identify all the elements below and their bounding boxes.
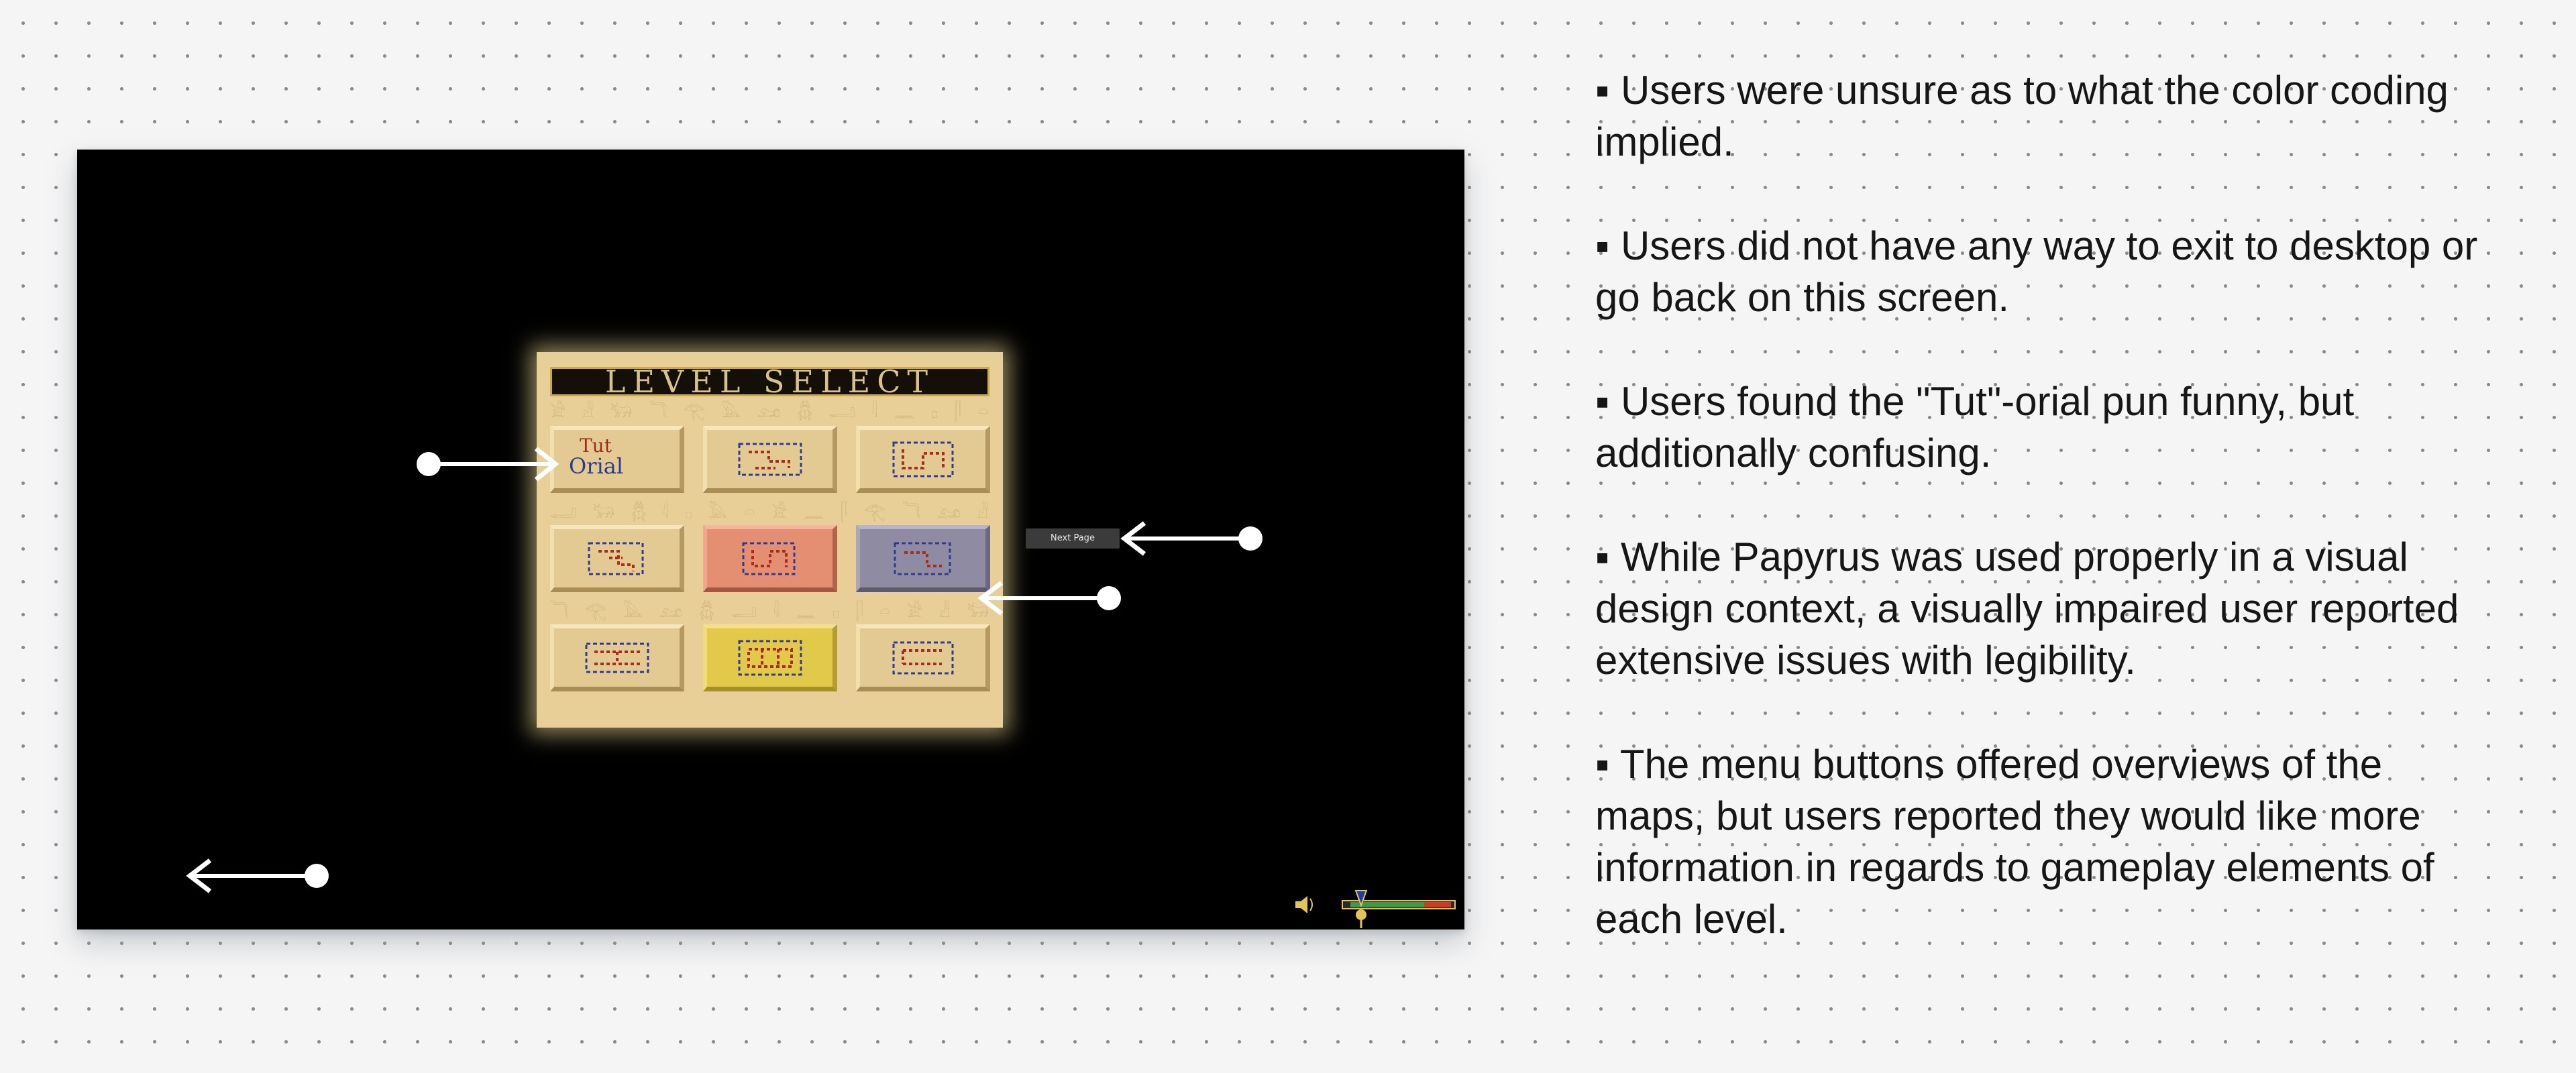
volume-fill-red <box>1424 902 1451 907</box>
usability-notes: ▪ Users were unsure as to what the color… <box>1595 64 2487 997</box>
level-tile-9[interactable] <box>856 624 990 691</box>
volume-fill-green <box>1350 902 1451 907</box>
hieroglyph-row-1: 𓀀 𓁐 𓃒 𓆓 𓂀 𓅓 𓃭 𓆣 𓂝 𓇋 𓈖 𓊪 𓋴 𓏏 𓀀 𓁐 <box>550 402 989 422</box>
tutorial-label: Tut Orial <box>569 437 623 477</box>
map-icon <box>738 640 802 675</box>
annotation-layer <box>186 447 1263 893</box>
level-tile-2[interactable] <box>703 426 837 493</box>
arrow-to-tutorial-icon <box>417 447 559 482</box>
next-page-button[interactable]: Next Page <box>1026 528 1120 549</box>
map-icon <box>742 542 795 575</box>
note-color-coding: ▪ Users were unsure as to what the color… <box>1595 68 2449 164</box>
map-icon <box>892 441 953 477</box>
level-tile-5-red[interactable] <box>703 525 837 592</box>
tutorial-label-line1: Tut <box>580 435 612 457</box>
level-tile-3[interactable] <box>856 426 990 493</box>
note-no-exit: ▪ Users did not have any way to exit to … <box>1595 223 2478 320</box>
level-tile-4[interactable] <box>550 525 684 592</box>
map-icon <box>585 642 649 673</box>
level-tile-7[interactable] <box>550 624 684 691</box>
hieroglyph-row-3: 𓆓 𓂀 𓅓 𓃭 𓆣 𓂝 𓇋 𓈖 𓊪 𓋴 𓏏 𓀀 𓁐 𓃒 𓆓 𓂀 <box>550 602 989 622</box>
map-icon <box>588 542 643 575</box>
level-tile-8-yellow[interactable] <box>703 624 837 691</box>
tutorial-label-line2: Orial <box>569 453 624 479</box>
level-tile-6-violet[interactable] <box>856 525 990 592</box>
volume-slider-handle[interactable] <box>1354 890 1368 928</box>
level-select-panel: LEVEL SELECT 𓀀 𓁐 𓃒 𓆓 𓂀 𓅓 𓃭 𓆣 𓂝 𓇋 𓈖 𓊪 𓋴 𓏏… <box>537 352 1003 728</box>
note-papyrus-legibility: ▪ While Papyrus was used properly in a v… <box>1595 534 2459 683</box>
note-map-overviews: ▪ The menu buttons offered overviews of … <box>1595 742 2434 942</box>
level-select-title: LEVEL SELECT <box>550 366 989 397</box>
game-screenshot: LEVEL SELECT 𓀀 𓁐 𓃒 𓆓 𓂀 𓅓 𓃭 𓆣 𓂝 𓇋 𓈖 𓊪 𓋴 𓏏… <box>77 150 1464 929</box>
hud-volume-bar[interactable] <box>1290 883 1464 929</box>
arrow-back-missing-icon <box>186 858 329 893</box>
hieroglyph-row-2: 𓂝 𓃒 𓆣 𓇋 𓊪 𓅓 𓏏 𓀀 𓈖 𓋴 𓂀 𓆓 𓃭 𓁐 𓂝 𓃒 <box>550 502 989 522</box>
map-icon <box>738 443 802 475</box>
map-icon <box>894 542 951 575</box>
map-icon <box>892 641 953 674</box>
arrow-to-next-page-icon <box>1120 521 1263 556</box>
speaker-icon <box>1295 896 1313 913</box>
note-tut-pun: ▪ Users found the "Tut"-orial pun funny,… <box>1595 379 2355 475</box>
arrow-to-violet-tile-icon <box>977 581 1121 616</box>
